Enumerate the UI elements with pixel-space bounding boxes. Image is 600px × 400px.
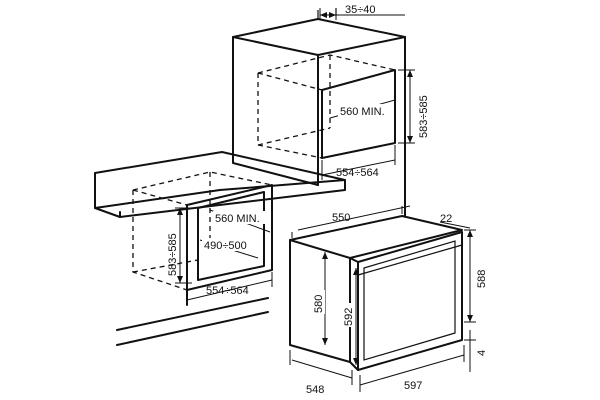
lower-cabinet — [116, 171, 273, 346]
oven — [289, 215, 463, 371]
lower-niche-width-label: 554÷564 — [206, 285, 249, 297]
top-gap-label: 35÷40 — [345, 4, 376, 16]
dimension-labels: 35÷40 560 MIN. 583÷585 554÷564 560 MIN. … — [167, 4, 488, 396]
oven-front-offset-label: 22 — [440, 213, 452, 225]
lower-niche-height-label: 583÷585 — [167, 233, 179, 276]
oven-depth-label: 550 — [332, 212, 350, 224]
upper-niche-width-label: 554÷564 — [336, 167, 379, 179]
lower-niche-inner-depth-label: 490÷500 — [204, 240, 247, 252]
oven-side-depth-label: 548 — [306, 384, 324, 396]
upper-niche — [257, 54, 396, 159]
oven-base-gap-label: 4 — [476, 350, 488, 356]
oven-width-label: 597 — [404, 380, 422, 392]
worktop — [94, 151, 346, 218]
lower-niche-depth-label: 560 MIN. — [215, 213, 260, 225]
upper-niche-depth-label: 560 MIN. — [340, 106, 385, 118]
upper-cabinet — [232, 8, 406, 231]
oven-front-height-label: 592 — [343, 308, 355, 326]
oven-total-height-label: 588 — [476, 270, 488, 288]
oven-body-height-label: 580 — [313, 295, 325, 313]
upper-niche-height-label: 583÷585 — [418, 95, 430, 138]
